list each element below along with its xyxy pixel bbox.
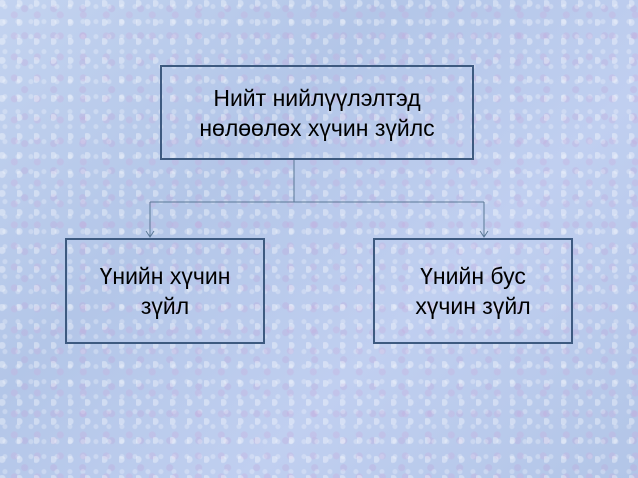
root-node-box: Нийт нийлүүлэлтэд нөлөөлөх хүчин зүйлс [160,65,474,160]
child-node-non-price-factors: Үнийн бус хүчин зүйл [373,238,573,344]
arrowhead-right-icon [479,230,489,238]
root-node-label: Нийт нийлүүлэлтэд нөлөөлөх хүчин зүйлс [199,84,435,141]
arrowhead-left-icon [145,230,155,238]
child-node-label: Үнийн хүчин зүйл [99,263,231,319]
child-node-price-factors: Үнийн хүчин зүйл [65,238,265,344]
child-node-label: Үнийн бус хүчин зүйл [415,263,531,319]
